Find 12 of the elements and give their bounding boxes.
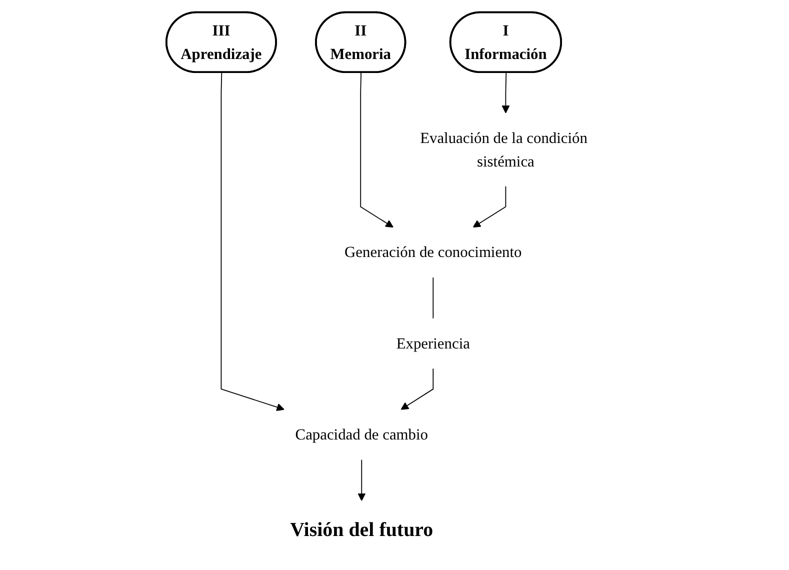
node-text: Experiencia [396, 334, 470, 352]
arrow [220, 72, 284, 412]
arrow [357, 459, 366, 501]
arrow [360, 72, 393, 228]
arrow [501, 72, 510, 114]
arrow [400, 368, 434, 410]
node-text: Capacidad de cambio [294, 426, 428, 444]
node-text: Evaluación de la condición sistémica [420, 129, 587, 170]
node-text: Generación de conocimiento [344, 244, 522, 261]
node-text: Visión del futuro [290, 518, 433, 541]
connector [432, 277, 434, 319]
arrow [472, 186, 506, 228]
